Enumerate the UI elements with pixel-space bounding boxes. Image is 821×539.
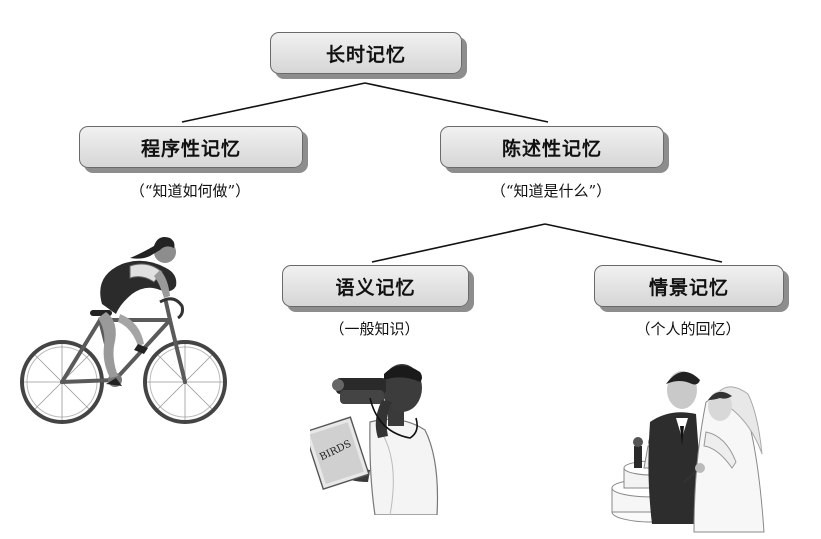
note-procedural: （“知道如何做”） [129,182,251,200]
node-procedural-memory: 程序性记忆 [79,126,303,168]
note-semantic: （一般知识） [329,320,420,338]
connector-root-procedural [181,82,366,123]
connector-declarative-semantic [371,223,546,263]
wedding-couple-icon [611,371,765,533]
cyclist-icon [20,237,227,424]
node-long-term-memory: 长时记忆 [270,32,462,74]
node-episodic-memory: 情景记忆 [594,265,784,307]
note-declarative: （“知道是什么”） [490,182,612,200]
note-episodic: （个人的回忆） [635,320,741,338]
node-declarative-memory: 陈述性记忆 [440,126,664,168]
node-semantic-memory: 语义记忆 [282,265,469,307]
connector-declarative-episodic [544,223,723,263]
connector-root-declarative [364,82,549,123]
binoculars-reader-icon: BIRDS [310,364,439,515]
